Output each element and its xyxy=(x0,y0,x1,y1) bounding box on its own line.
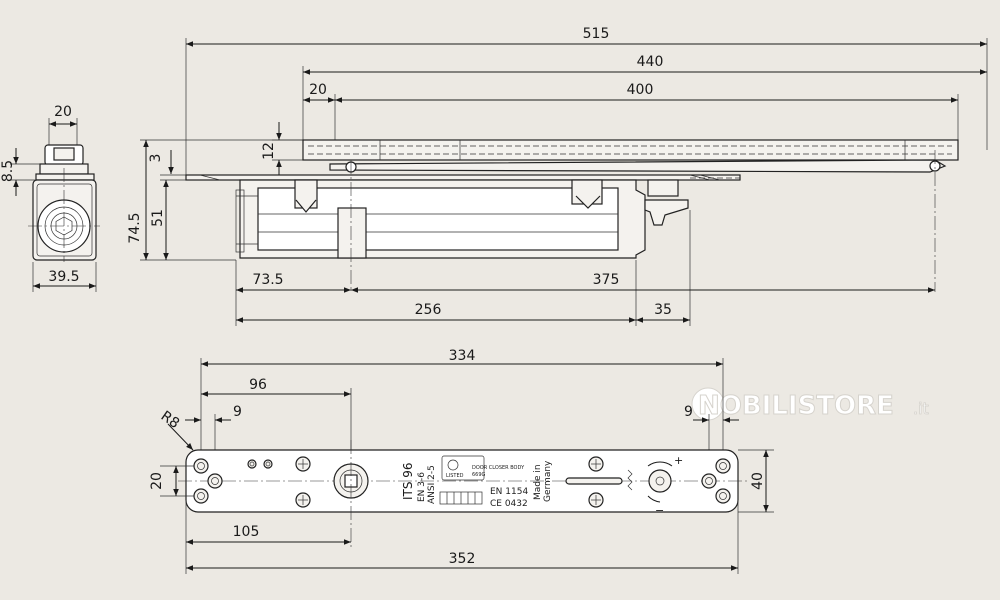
ansi-label: ANSI 2-5 xyxy=(427,465,437,504)
dimension-12: 12 xyxy=(261,122,303,178)
watermark-logo: NOBILISTORE .it xyxy=(691,387,929,422)
germany-label: Germany xyxy=(543,460,553,502)
dim-plate-20-label: 20 xyxy=(149,472,165,490)
dim-73-5-label: 73.5 xyxy=(252,272,283,288)
ul-label: DOOR CLOSER BODY xyxy=(472,465,525,471)
svg-text:NOBILISTORE: NOBILISTORE xyxy=(698,391,894,421)
dim-39-5-label: 39.5 xyxy=(48,269,79,285)
dim-74-5-label: 74.5 xyxy=(127,212,143,243)
minus-label: − xyxy=(655,504,664,517)
dim-35-label: 35 xyxy=(654,302,672,318)
dim-plate-40-label: 40 xyxy=(750,472,766,490)
dim-375-label: 375 xyxy=(593,272,620,288)
mounting-plate-view: 334 96 9 9 R8 ITS 96 EN 3-6 ANSI 2- xyxy=(149,348,774,574)
radius-r8-label: R8 xyxy=(158,408,182,432)
dim-352-label: 352 xyxy=(449,551,476,567)
model-label: ITS 96 xyxy=(401,462,415,500)
made-in-label: Made in xyxy=(533,464,543,500)
ce-label: CE 0432 xyxy=(490,499,528,509)
side-view: 20 8.5 39.5 xyxy=(0,104,100,292)
en-label: EN 3-6 xyxy=(417,472,427,502)
dim-8-5-label: 8.5 xyxy=(0,160,16,182)
dim-515-label: 515 xyxy=(583,26,610,42)
dim-105-label: 105 xyxy=(233,524,260,540)
ul-code-label: 669G xyxy=(472,472,486,478)
dimension-440: 440 xyxy=(302,54,987,140)
dim-440-label: 440 xyxy=(637,54,664,70)
dimension-515: 515 xyxy=(185,26,988,175)
dim-9-right-label: 9 xyxy=(684,404,693,420)
dim-9-left-label: 9 xyxy=(233,404,242,420)
dim-334-label: 334 xyxy=(449,348,476,364)
dim-256-label: 256 xyxy=(415,302,442,318)
listed-label: LISTED xyxy=(446,473,464,479)
dim-96-label: 96 xyxy=(249,377,267,393)
front-view: 74.5 51 3 xyxy=(127,139,959,326)
dim-12-label: 12 xyxy=(261,142,277,160)
plus-label: + xyxy=(674,454,683,467)
dim-side-20-label: 20 xyxy=(54,104,72,120)
dim-51-label: 51 xyxy=(150,209,166,227)
en1154-label: EN 1154 xyxy=(490,487,528,497)
dim-400-label: 400 xyxy=(627,82,654,98)
dimension-20-400: 20 400 xyxy=(303,82,959,160)
svg-text:.it: .it xyxy=(913,399,929,418)
dim-3-label: 3 xyxy=(148,154,164,163)
dim-20-label: 20 xyxy=(309,82,327,98)
